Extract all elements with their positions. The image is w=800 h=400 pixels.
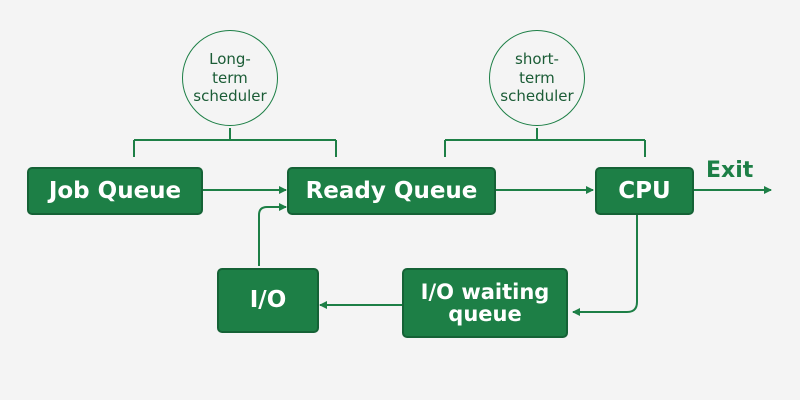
io-node: I/O [217, 268, 319, 333]
io-label: I/O [249, 287, 287, 314]
ready-queue-node: Ready Queue [287, 167, 496, 215]
long-term-scheduler-label: Long- term scheduler [193, 49, 267, 106]
short-term-scheduler-node: short- term scheduler [489, 30, 585, 126]
cpu-label: CPU [618, 177, 671, 204]
exit-label: Exit [706, 158, 754, 183]
arrow-cpu-to-io-waiting [572, 215, 638, 316]
cpu-node: CPU [595, 167, 694, 215]
short-term-scheduler-bracket [444, 128, 646, 157]
job-queue-label: Job Queue [48, 177, 182, 204]
arrow-io-to-ready [258, 203, 287, 266]
io-waiting-queue-label: I/O waiting queue [420, 279, 550, 326]
long-term-scheduler-bracket [133, 128, 337, 157]
ready-queue-label: Ready Queue [305, 177, 478, 204]
long-term-scheduler-node: Long- term scheduler [182, 30, 278, 126]
io-waiting-queue-node: I/O waiting queue [402, 268, 568, 338]
short-term-scheduler-label: short- term scheduler [500, 49, 574, 106]
job-queue-node: Job Queue [27, 167, 203, 215]
